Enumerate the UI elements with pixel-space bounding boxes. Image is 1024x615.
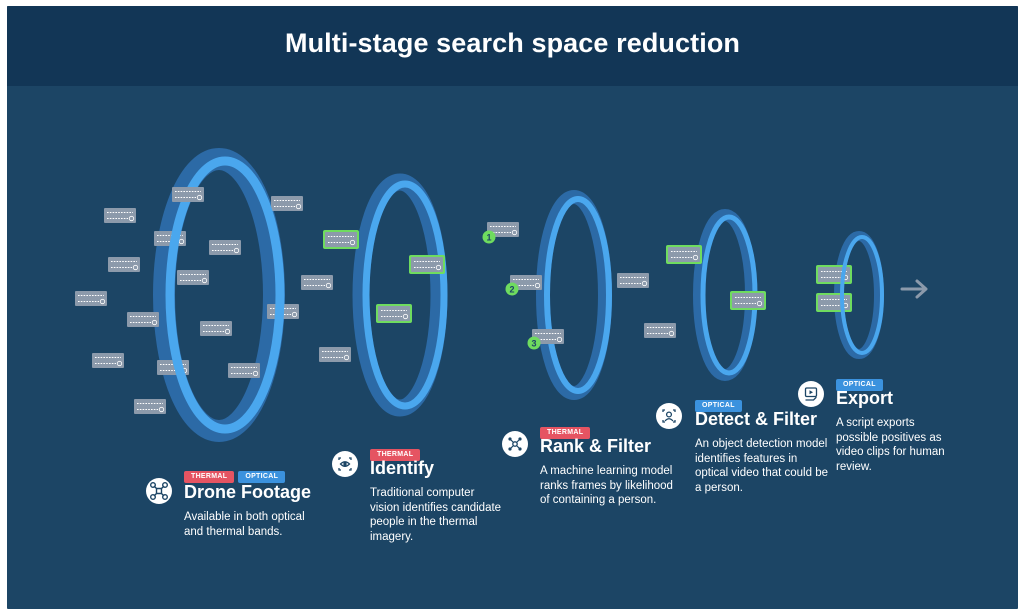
- drone-icon: [146, 478, 172, 504]
- stage-description: An object detection model identifies fea…: [695, 438, 828, 494]
- rank-marker-3: 3: [527, 336, 541, 350]
- stage-drone: Drone Footage Available in both optical …: [184, 481, 324, 539]
- page-title: Multi-stage search space reduction: [284, 28, 741, 58]
- funnel-illustration: 1 2 3: [74, 148, 928, 442]
- stage-description: A machine learning model ranks frames by…: [540, 465, 673, 506]
- stage-title: Export: [836, 388, 894, 408]
- stage-detect-tags: OPTICAL: [695, 394, 746, 412]
- optical-badge: OPTICAL: [836, 379, 883, 391]
- stage-title: Drone Footage: [184, 482, 312, 502]
- video-export-icon: [798, 381, 824, 407]
- rank-marker-2: 2: [505, 282, 519, 296]
- stage-rank: Rank & Filter A machine learning model r…: [540, 435, 675, 508]
- network-icon: [502, 431, 528, 457]
- thermal-badge: THERMAL: [370, 449, 421, 461]
- face-scan-icon: [656, 403, 682, 429]
- diagram-canvas: Multi-stage search space reduction: [7, 6, 1018, 609]
- stage-description: Available in both optical and thermal ba…: [184, 511, 305, 538]
- rank-marker-1: 1: [482, 230, 496, 244]
- rank-marker-label: 2: [509, 285, 514, 295]
- stage-title: Detect & Filter: [695, 409, 818, 429]
- thermal-badge: THERMAL: [184, 471, 235, 483]
- stage-export-tags: OPTICAL: [836, 373, 887, 391]
- header-bar: Multi-stage search space reduction: [7, 6, 1018, 86]
- eye-icon: [332, 451, 358, 477]
- stage-rank-tags: THERMAL: [540, 421, 594, 439]
- stage-title: Rank & Filter: [540, 436, 652, 456]
- stage-description: A script exports possible positives as v…: [836, 417, 945, 473]
- rank-marker-label: 3: [531, 339, 536, 349]
- stage-export: Export A script exports possible positiv…: [836, 387, 946, 474]
- arrow-right-icon: [900, 279, 928, 299]
- stage-detect: Detect & Filter An object detection mode…: [695, 408, 830, 495]
- ring-stage-rank: [486, 190, 650, 400]
- ring-stage-drone: [74, 148, 304, 442]
- thermal-badge: THERMAL: [540, 427, 591, 439]
- stage-title: Identify: [370, 458, 435, 478]
- optical-badge: OPTICAL: [695, 400, 742, 412]
- stage-identify-tags: THERMAL: [370, 443, 424, 461]
- ring-stage-detect: [643, 209, 767, 381]
- rank-marker-label: 1: [486, 233, 491, 243]
- optical-badge: OPTICAL: [238, 471, 286, 483]
- ring-stage-identify: [300, 173, 448, 417]
- stage-description: Traditional computer vision identifies c…: [370, 487, 502, 543]
- ring-stage-export: [815, 231, 884, 359]
- stage-identify: Identify Traditional computer vision ide…: [370, 457, 505, 544]
